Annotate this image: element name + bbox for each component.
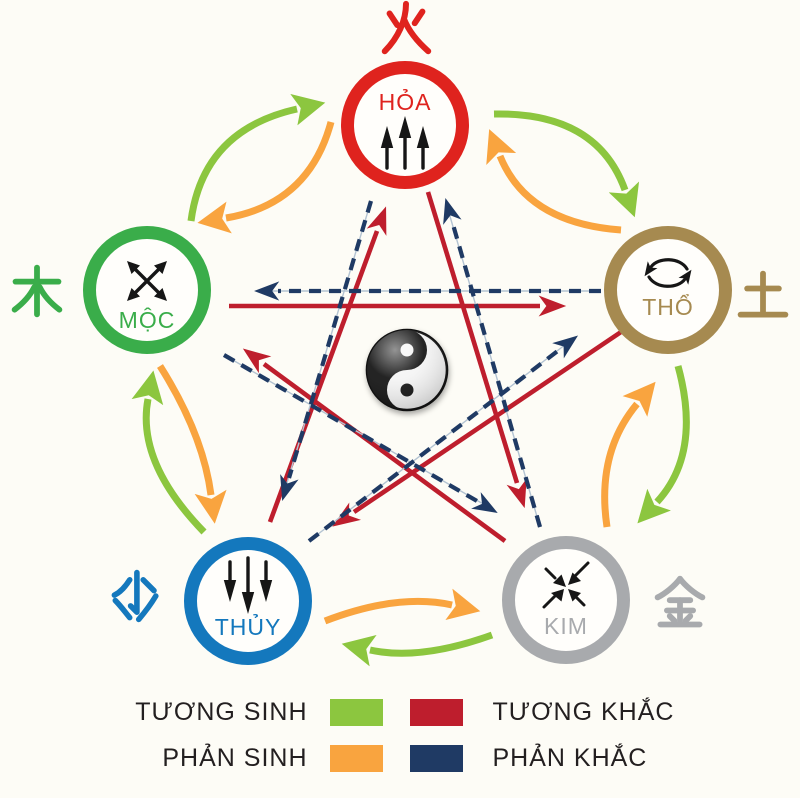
element-node-metal: KIM <box>502 536 630 664</box>
arrow-phan-sinh-metal-earth <box>601 381 656 528</box>
element-node-fire: HỎA <box>341 61 469 189</box>
legend-label-phan-khac: PHẢN KHẮC <box>492 744 648 772</box>
legend-label-phan-sinh: PHẢN SINH <box>162 744 308 772</box>
arrows-inward-icon <box>542 561 590 609</box>
element-label-water: THỦY <box>214 614 282 640</box>
element-label-fire: HỎA <box>378 89 432 115</box>
hanzi-fire <box>381 0 432 55</box>
element-node-earth: THỔ <box>604 226 732 354</box>
arrow-sinh-earth-metal <box>637 365 690 524</box>
legend-swatch-tuong-sinh <box>329 699 383 726</box>
arrow-sinh-fire-earth <box>493 110 640 218</box>
legend-label-tuong-sinh: TƯƠNG SINH <box>135 698 308 726</box>
element-label-earth: THỔ <box>642 294 694 320</box>
arrow-phan-khac-metal-fire <box>443 197 543 528</box>
arrows-down-icon <box>223 556 273 614</box>
hanzi-earth <box>737 270 789 318</box>
arrow-phan-sinh-fire-wood <box>197 121 335 234</box>
legend-swatch-tuong-khac <box>409 699 463 726</box>
arrow-sinh-water-wood <box>131 370 207 535</box>
arrows-outward-icon <box>127 261 167 301</box>
arrow-phan-khac-wood-metal <box>222 353 498 513</box>
yin-yang-symbol <box>365 328 449 412</box>
hanzi-water <box>111 569 159 623</box>
hanzi-wood <box>11 264 63 318</box>
arrow-phan-sinh-water-metal <box>323 588 481 625</box>
arrow-phan-sinh-earth-fire <box>486 129 622 234</box>
legend-row-1: TƯƠNG SINH TƯƠNG KHẮC <box>0 698 800 727</box>
legend-swatch-phan-sinh <box>329 745 383 772</box>
hanzi-metal <box>654 575 706 628</box>
element-node-wood: MỘC <box>83 226 211 354</box>
legend-swatch-phan-khac <box>409 745 463 772</box>
legend: TƯƠNG SINH TƯƠNG KHẮC PHẢN SINH PHẢN KHẮ… <box>0 698 800 773</box>
arrows-up-icon <box>380 116 430 170</box>
arrow-sinh-wood-fire <box>187 93 326 222</box>
arrow-khac-water-fire <box>267 206 387 523</box>
legend-row-2: PHẢN SINH PHẢN KHẮC <box>0 744 800 773</box>
arrow-sinh-metal-water <box>341 631 494 667</box>
arrow-phan-khac-fire-water <box>280 200 374 501</box>
arrow-phan-sinh-wood-water <box>157 364 227 524</box>
element-label-metal: KIM <box>544 613 588 639</box>
element-label-wood: MỘC <box>118 307 176 333</box>
arrows-cycle-icon <box>644 258 692 288</box>
legend-label-tuong-khac: TƯƠNG KHẮC <box>492 698 675 726</box>
element-node-water: THỦY <box>184 537 312 665</box>
